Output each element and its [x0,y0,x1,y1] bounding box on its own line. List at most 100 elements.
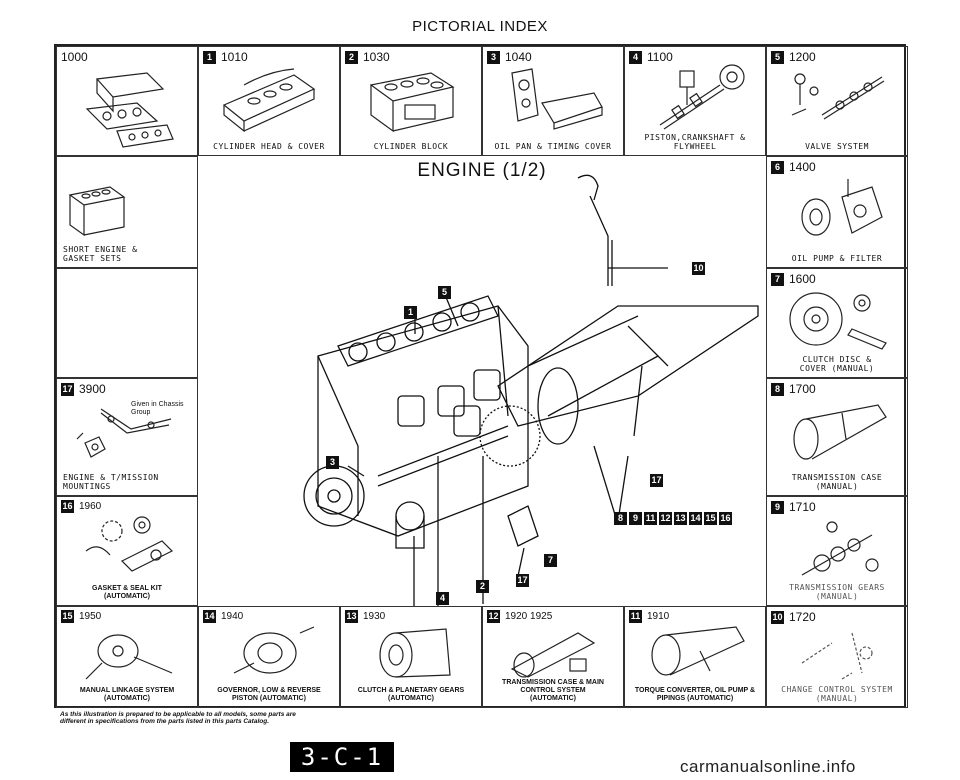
callout-badge: 1 [404,306,417,319]
ref-badge: 8 [771,382,784,396]
ref-badge: 12 [487,610,500,623]
callout-badge: 12 [659,512,672,525]
cell-1700[interactable]: 8 1700 TRANSMISSION CASE (MANUAL) [766,378,908,496]
page-title: PICTORIAL INDEX [412,18,548,35]
group-number: 1400 [789,160,816,174]
transmission-case-illustration [793,404,887,460]
group-number: 1920 1925 [505,611,553,622]
callout-badge: 9 [629,512,642,525]
footnote: As this illustration is prepared to be a… [60,711,296,725]
chassis-note: Given in Chassis Group [131,401,184,416]
engine-assembly-illustration [303,174,759,606]
callout-badge: 11 [644,512,657,525]
group-caption: MANUAL LINKAGE SYSTEM (AUTOMATIC) [79,687,175,702]
ref-badge: 15 [61,610,74,623]
callout-badge: 3 [326,456,339,469]
group-number: 1700 [789,382,816,396]
group-caption: GOVERNOR, LOW & REVERSE PISTON (AUTOMATI… [217,687,321,702]
group-number: 1960 [79,501,102,512]
cell-short-engine[interactable]: SHORT ENGINE & GASKET SETS [56,156,198,268]
group-number: 1000 [61,50,88,64]
callout-badge: 17 [516,574,529,587]
cell-1200[interactable]: 5 1200 VALVE SYSTEM [766,46,908,156]
clutch-disc-illustration [789,292,887,350]
group-caption: ENGINE & T/MISSION MOUNTINGS [63,473,159,491]
group-caption: CYLINDER BLOCK [373,142,449,151]
cell-1000[interactable]: 1000 [56,46,198,156]
group-number: 1030 [363,50,390,64]
cell-1940[interactable]: 14 1940 GOVERNOR, LOW & REVERSE PISTON (A… [198,606,340,708]
ref-badge: 11 [629,610,642,623]
group-caption: OIL PAN & TIMING COVER [494,142,612,151]
engine-title: ENGINE (1/2) [417,160,547,181]
callout-strip: 8 9 11 12 13 14 15 16 [614,512,732,525]
ref-badge: 6 [771,160,784,174]
cylinder-block-illustration [369,72,455,133]
group-number: 1720 [789,610,816,624]
group-caption: SHORT ENGINE & GASKET SETS [63,245,138,263]
ref-badge: 7 [771,272,784,286]
group-caption: TORQUE CONVERTER, OIL PUMP & PIPINGS (AU… [634,687,756,702]
ref-badge: 1 [203,50,216,64]
callout-badge: 16 [719,512,732,525]
callout-badge: 17 [650,474,663,487]
transmission-gears-illustration [801,521,879,576]
group-caption: CLUTCH & PLANETARY GEARS (AUTOMATIC) [357,687,465,702]
group-number: 1200 [789,50,816,64]
group-number: 1010 [221,50,248,64]
group-number: 1040 [505,50,532,64]
gasket-kit-illustration [85,516,174,572]
linkage-illustration [85,634,173,680]
ref-badge: 16 [61,500,74,513]
callout-badge: 15 [704,512,717,525]
ref-badge: 14 [203,610,216,623]
group-caption: TRANSMISSION CASE (MANUAL) [791,473,883,491]
callout-badge: 8 [614,512,627,525]
callout-badge: 13 [674,512,687,525]
cell-3900[interactable]: 17 3900 Given in Chassis Group ENGINE & T… [56,378,198,496]
callout-badge: 2 [476,580,489,593]
page-number: 3-C-1 [290,742,394,772]
footer-site[interactable]: carmanualsonline.info [680,757,856,776]
torque-converter-illustration [651,626,745,676]
callout-badge: 4 [436,592,449,605]
ref-badge: 17 [61,382,74,396]
oil-pan-illustration [511,68,603,130]
short-engine-illustration [68,186,126,237]
governor-illustration [233,626,315,674]
group-caption: CLUTCH DISC & COVER (MANUAL) [799,355,875,373]
cell-1910[interactable]: 11 1910 TORQUE CONVERTER, OIL PUMP & PIPI… [624,606,766,708]
callout-badge: 14 [689,512,702,525]
ref-badge: 10 [771,610,784,624]
cell-1600[interactable]: 7 1600 CLUTCH DISC & COVER (MANUAL) [766,268,908,378]
group-number: 1930 [363,611,386,622]
cell-1920[interactable]: 12 1920 1925 TRANSMISSION CASE & MAIN CON… [482,606,624,708]
callout-badge: 5 [438,286,451,299]
engine-center-panel: ENGINE (1/2) [198,156,766,606]
change-control-illustration [801,632,873,680]
group-caption: TRANSMISSION GEARS (MANUAL) [789,583,885,601]
ref-badge: 5 [771,50,784,64]
cell-blank [56,268,198,378]
group-number: 1940 [221,611,244,622]
group-number: 1910 [647,611,670,622]
group-number: 1600 [789,272,816,286]
ref-badge: 9 [771,500,784,514]
valve-system-illustration [791,73,885,120]
group-number: 3900 [79,382,106,396]
group-caption: VALVE SYSTEM [805,142,869,151]
transmission-case-auto-illustration [510,632,596,678]
oil-pump-illustration [801,179,883,236]
group-caption: TRANSMISSION CASE & MAIN CONTROL SYSTEM … [502,679,604,702]
